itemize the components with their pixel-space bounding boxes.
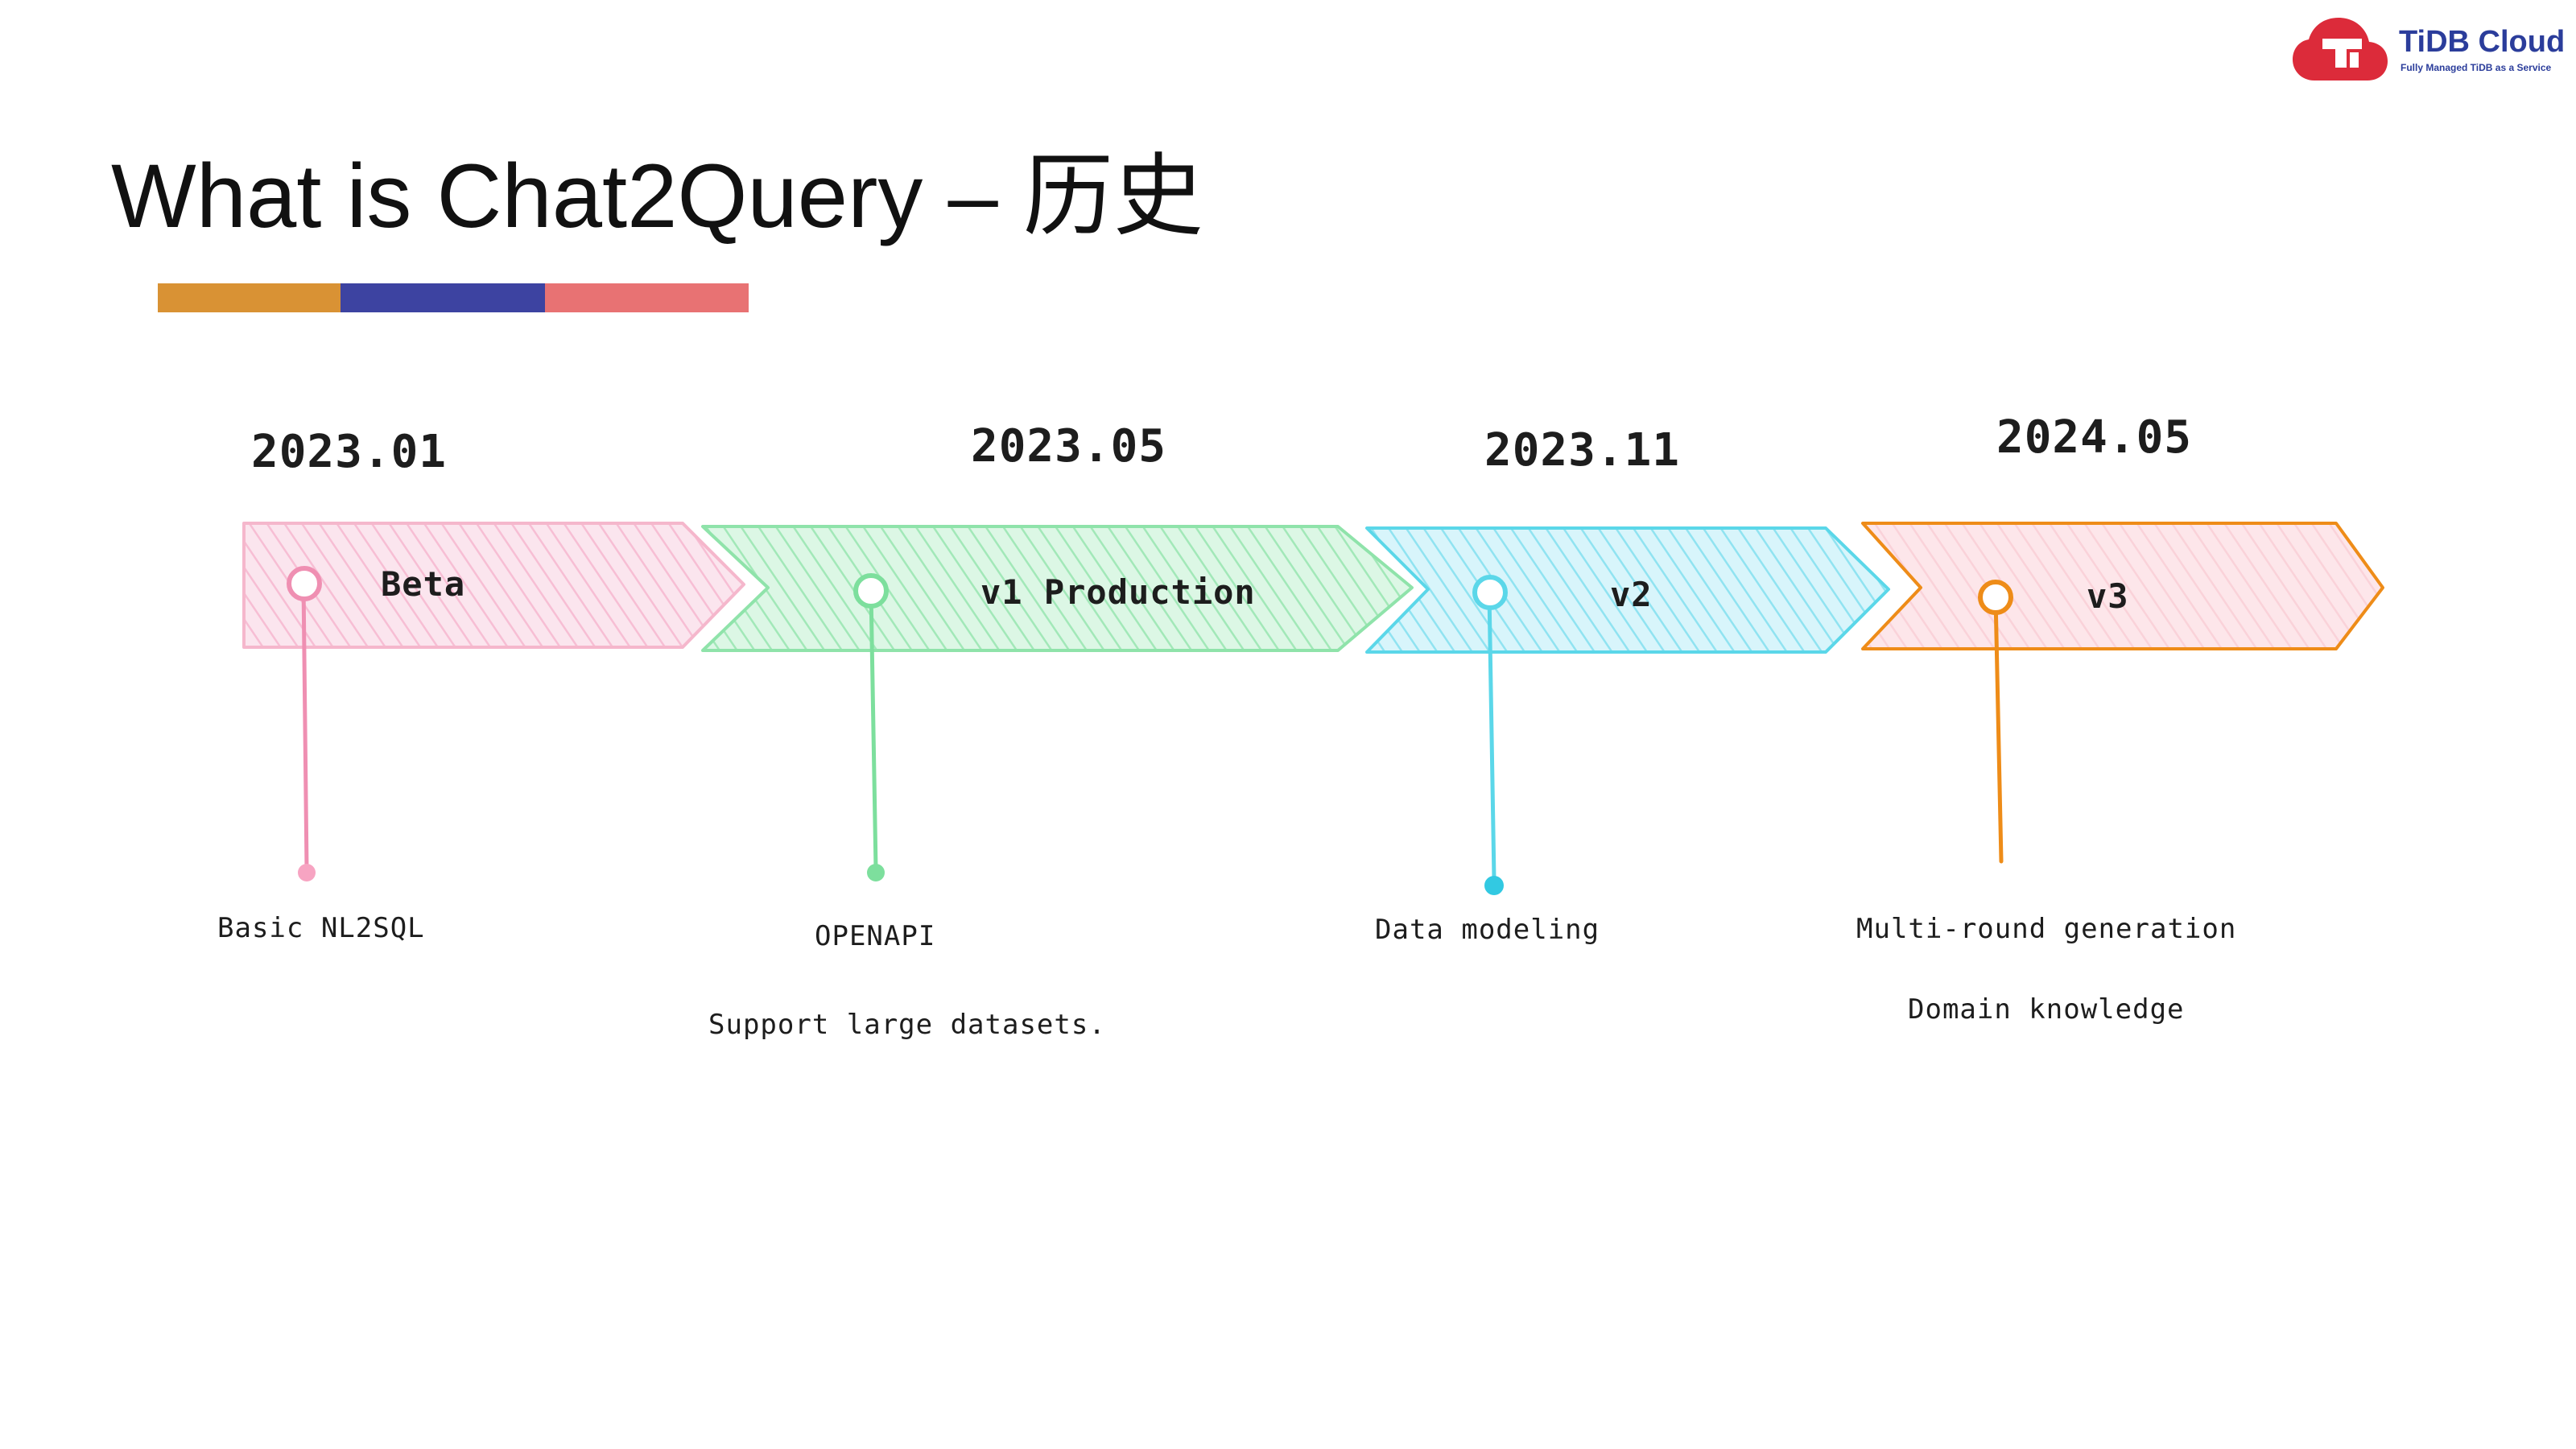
tidb-cloud-icon	[2293, 18, 2388, 80]
milestone-start-marker-v3	[1978, 580, 2013, 615]
milestone-feature-domain-knowledge: Domain knowledge	[1908, 993, 2185, 1026]
milestone-stem-beta	[301, 581, 309, 872]
milestone-feature-multi-round-generation: Multi-round generation	[1856, 913, 2236, 945]
milestone-start-marker-v2	[1472, 575, 1508, 610]
accent-segment-blue	[341, 283, 545, 312]
milestone-date-2023-11: 2023.11	[1484, 424, 1680, 477]
milestone-stem-v2	[1487, 590, 1496, 881]
milestone-date-2024-05: 2024.05	[1996, 411, 2192, 464]
milestone-start-marker-v1-production	[853, 573, 889, 609]
milestone-phase-beta: Beta	[381, 564, 465, 604]
milestone-stem-v1-production	[869, 589, 878, 872]
milestone-end-marker-beta	[298, 864, 316, 881]
title-accent-bar	[158, 283, 749, 312]
milestone-feature-data-modeling: Data modeling	[1375, 914, 1600, 946]
page-title: What is Chat2Query – 历史	[111, 146, 1203, 246]
milestone-arrow-v2	[1365, 526, 1890, 654]
accent-segment-orange	[158, 283, 341, 312]
milestone-date-2023-01: 2023.01	[251, 426, 447, 478]
brand-tagline: Fully Managed TiDB as a Service	[2401, 62, 2552, 73]
milestone-2023-01: 2023.01 Beta Basic NL2SQL	[217, 426, 745, 944]
milestone-arrow-v3	[1861, 522, 2384, 650]
milestone-feature-support-large-datasets: Support large datasets.	[708, 1009, 1106, 1041]
milestone-2023-05: 2023.05 v1 Production OPENAPI Support la…	[701, 420, 1414, 1041]
milestone-arrow-beta	[242, 522, 745, 649]
milestone-feature-basic-nl2sql: Basic NL2SQL	[217, 912, 425, 944]
brand-name: TiDB Cloud	[2399, 25, 2566, 59]
milestone-date-2023-05: 2023.05	[971, 420, 1166, 473]
accent-segment-pink	[545, 283, 749, 312]
milestone-2023-11: 2023.11 v2 Data modeling	[1365, 424, 1890, 946]
milestone-2024-05: 2024.05 v3 Multi-round generation Domain…	[1856, 411, 2384, 1026]
milestone-end-marker-v2	[1484, 876, 1504, 895]
milestone-arrow-v1-production	[701, 525, 1414, 652]
milestone-phase-v2: v2	[1610, 575, 1653, 614]
milestone-end-marker-v1-production	[867, 864, 885, 881]
milestone-start-marker-beta	[287, 566, 322, 601]
tidb-cloud-logo: TiDB Cloud Fully Managed TiDB as a Servi…	[2293, 14, 2565, 90]
milestone-feature-openapi: OPENAPI	[815, 920, 935, 952]
milestone-phase-v1-production: v1 Production	[980, 572, 1256, 612]
milestone-stem-v3	[1993, 595, 2004, 864]
milestone-phase-v3: v3	[2087, 576, 2129, 616]
